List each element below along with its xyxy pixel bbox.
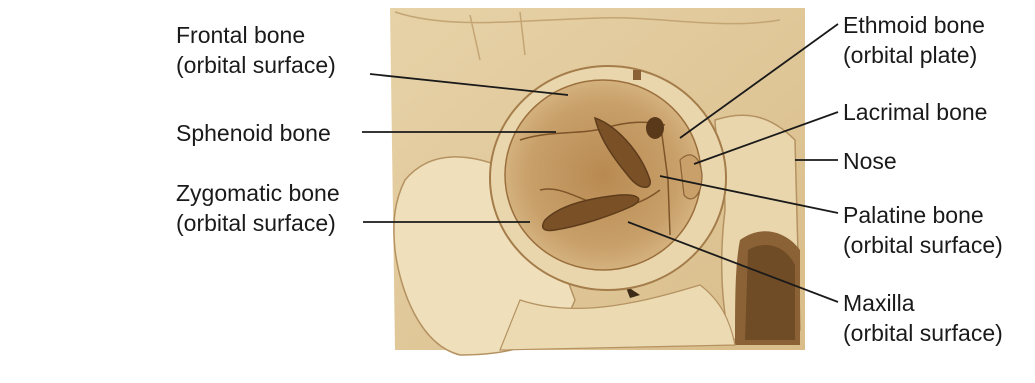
label-palatine-bone: Palatine bone (orbital surface) <box>843 200 1003 260</box>
label-maxilla-line1: Maxilla <box>843 288 1003 318</box>
label-ethmoid-line2: (orbital plate) <box>843 40 985 70</box>
label-palatine-line1: Palatine bone <box>843 200 1003 230</box>
label-maxilla: Maxilla (orbital surface) <box>843 288 1003 348</box>
label-maxilla-line2: (orbital surface) <box>843 318 1003 348</box>
label-zygomatic-bone: Zygomatic bone (orbital surface) <box>176 178 340 238</box>
label-nose: Nose <box>843 146 897 176</box>
label-frontal-bone: Frontal bone (orbital surface) <box>176 20 336 80</box>
label-lacrimal-line1: Lacrimal bone <box>843 97 987 127</box>
orbit-cavity <box>490 66 726 290</box>
label-ethmoid-line1: Ethmoid bone <box>843 10 985 40</box>
label-lacrimal-bone: Lacrimal bone <box>843 97 987 127</box>
label-frontal-line2: (orbital surface) <box>176 50 336 80</box>
label-zygomatic-line1: Zygomatic bone <box>176 178 340 208</box>
label-frontal-line1: Frontal bone <box>176 20 336 50</box>
label-nose-line1: Nose <box>843 146 897 176</box>
label-ethmoid-bone: Ethmoid bone (orbital plate) <box>843 10 985 70</box>
label-zygomatic-line2: (orbital surface) <box>176 208 340 238</box>
label-palatine-line2: (orbital surface) <box>843 230 1003 260</box>
label-sphenoid-line1: Sphenoid bone <box>176 118 331 148</box>
label-sphenoid-bone: Sphenoid bone <box>176 118 331 148</box>
